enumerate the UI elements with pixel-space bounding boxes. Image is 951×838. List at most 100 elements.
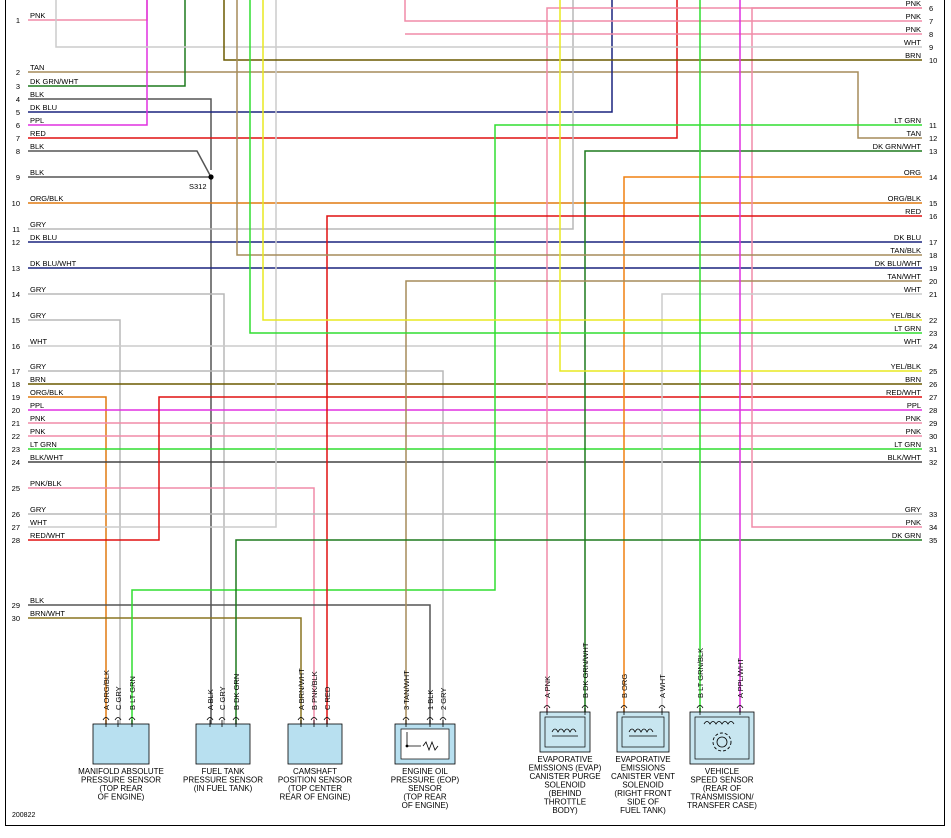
pin-label: B ORG (620, 674, 629, 698)
left-wire-label: WHT (30, 337, 47, 346)
vehicle-speed-sensor-label: VEHICLE (705, 767, 739, 776)
splice-dot (208, 174, 214, 180)
left-wire-label: BRN/WHT (30, 609, 65, 618)
map-sensor-label: MANIFOLD ABSOLUTE (78, 767, 164, 776)
pin-terminal-icon (439, 717, 447, 721)
sensor-outline (694, 716, 750, 760)
wire-41 (236, 0, 922, 256)
eop-sensor-label: ENGINE OIL (402, 767, 448, 776)
right-wire-label: YEL/BLK (891, 311, 921, 320)
left-wire-number: 22 (12, 432, 20, 441)
right-wire-number: 13 (929, 147, 937, 156)
right-wire-number: 20 (929, 277, 937, 286)
left-wire-label: GRY (30, 285, 46, 294)
wire-45 (249, 0, 922, 334)
left-wire-number: 24 (12, 458, 20, 467)
right-wire-number: 31 (929, 445, 937, 454)
pin-terminal-icon (297, 717, 305, 721)
wire-1 (28, 71, 922, 139)
wire-43 (661, 293, 922, 712)
left-wire-number: 25 (12, 484, 20, 493)
right-wire-number: 8 (929, 30, 933, 39)
pin-terminal-icon (658, 705, 666, 709)
pin-label: A PPL/WHT (736, 658, 745, 698)
wire-44 (262, 0, 922, 321)
pin-terminal-icon (543, 705, 551, 709)
eop-sensor-label: PRESSURE (EOP) (391, 776, 460, 785)
vehicle-speed-sensor-body (689, 711, 755, 765)
fuel-tank-pressure-sensor-label: PRESSURE SENSOR (183, 776, 263, 785)
right-wire-label: TAN/WHT (887, 272, 921, 281)
right-wire-number: 19 (929, 264, 937, 273)
pin-label: C GRY (114, 686, 123, 710)
right-wire-label: WHT (904, 38, 921, 47)
right-wire-label: PNK (906, 12, 921, 21)
left-wire-label: PNK (30, 427, 45, 436)
pin-label: A BRN/WHT (297, 668, 306, 710)
right-wire-number: 12 (929, 134, 937, 143)
wire-46 (559, 0, 922, 372)
right-wire-number: 24 (929, 342, 937, 351)
left-wire-label: BLK/WHT (30, 453, 64, 462)
pin-label: C GRY (218, 686, 227, 710)
left-wire-label: PPL (30, 116, 44, 125)
pin-terminal-icon (128, 717, 136, 721)
right-wire-label: WHT (904, 337, 921, 346)
camshaft-position-sensor-label: REAR OF ENGINE) (279, 793, 350, 802)
evap-purge-solenoid-label: BODY) (552, 806, 578, 815)
left-wire-number: 7 (16, 134, 20, 143)
wire-17 (28, 370, 444, 732)
left-wire-number: 8 (16, 147, 20, 156)
right-wire-number: 35 (929, 536, 937, 545)
left-wire-number: 17 (12, 367, 20, 376)
wire-3 (28, 98, 212, 170)
coil-icon (551, 728, 577, 733)
evap-purge-solenoid-label: CANISTER PURGE (529, 772, 600, 781)
wire-2 (28, 0, 186, 87)
right-wire-label: DK BLU (894, 233, 921, 242)
left-wire-label: DK BLU (30, 233, 57, 242)
left-wire-label: RED (30, 129, 46, 138)
left-wire-number: 20 (12, 406, 20, 415)
right-wire-number: 28 (929, 406, 937, 415)
right-wire-label: LT GRN (894, 440, 921, 449)
right-wire-label: PPL (907, 401, 921, 410)
map-sensor-body (92, 723, 150, 765)
left-wire-number: 4 (16, 95, 20, 104)
left-wire-label: BLK (30, 142, 44, 151)
wire-4 (28, 0, 613, 113)
eop-sensor-label: OF ENGINE) (402, 801, 449, 810)
right-wire-label: PNK (906, 25, 921, 34)
left-wire-number: 16 (12, 342, 20, 351)
wire-35 (55, 0, 922, 48)
vehicle-speed-sensor-label: TRANSMISSION/ (690, 793, 754, 802)
right-wire-label: LT GRN (894, 116, 921, 125)
left-wire-number: 26 (12, 510, 20, 519)
pin-label: B LT GRN/BLK (696, 648, 705, 698)
left-wire-label: BRN (30, 375, 46, 384)
camshaft-position-sensor-label: CAMSHAFT (293, 767, 337, 776)
left-wire-label: GRY (30, 505, 46, 514)
wire-36 (223, 0, 922, 61)
left-wire-number: 21 (12, 419, 20, 428)
evap-purge-solenoid-label: EMISSIONS (EVAP) (529, 764, 602, 773)
left-wire-label: ORG/BLK (30, 194, 63, 203)
right-wire-number: 30 (929, 432, 937, 441)
wire-25 (28, 487, 315, 732)
right-wire-label: RED (905, 207, 921, 216)
evap-vent-solenoid-label: SOLENOID (622, 781, 664, 790)
evap-purge-solenoid-label: (BEHIND (549, 789, 582, 798)
vehicle-speed-sensor-label: (REAR OF (703, 784, 741, 793)
left-wire-label: BLK (30, 168, 44, 177)
left-wire-label: PNK (30, 11, 45, 20)
fuel-tank-pressure-sensor-label: (IN FUEL TANK) (194, 784, 253, 793)
camshaft-position-sensor-label: POSITION SENSOR (278, 776, 352, 785)
left-wire-label: BLK (30, 596, 44, 605)
right-wire-label: ORG (904, 168, 921, 177)
right-wire-label: RED/WHT (886, 388, 921, 397)
left-wire-label: BLK (30, 90, 44, 99)
camshaft-position-sensor-label: (TOP CENTER (288, 784, 342, 793)
right-wire-number: 14 (929, 173, 937, 182)
